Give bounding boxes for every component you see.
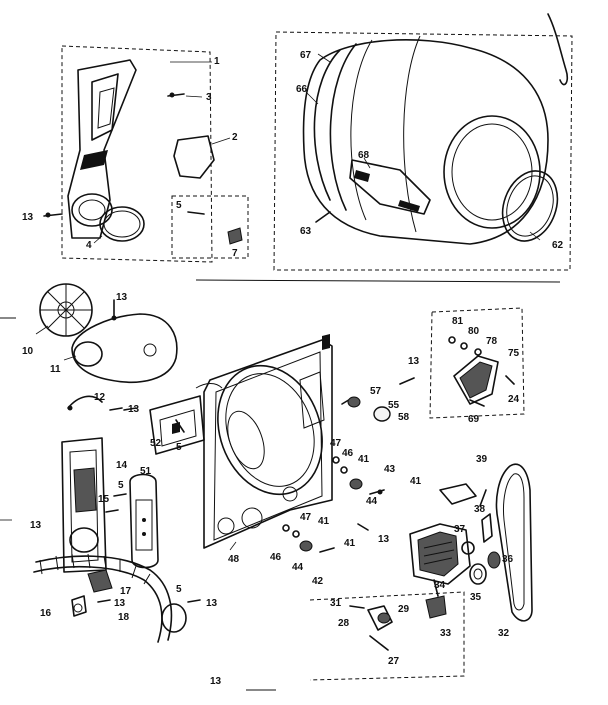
callout-24: 24 bbox=[508, 394, 520, 405]
callout-67: 67 bbox=[300, 50, 312, 61]
callout-41b: 41 bbox=[410, 476, 422, 487]
callout-66: 66 bbox=[296, 84, 308, 95]
callout-17: 17 bbox=[120, 586, 132, 597]
callout-69: 69 bbox=[468, 414, 480, 425]
callout-44a: 44 bbox=[366, 496, 378, 507]
screw-bracket-box bbox=[171, 195, 249, 259]
callout-13g: 13 bbox=[378, 534, 390, 545]
callout-68: 68 bbox=[358, 150, 370, 161]
callout-31: 31 bbox=[330, 598, 342, 609]
belt-fragment bbox=[547, 13, 569, 86]
drum-group bbox=[273, 13, 573, 271]
callout-41c: 41 bbox=[318, 516, 330, 527]
callout-13d: 13 bbox=[30, 520, 42, 531]
lint-duct-group bbox=[0, 395, 201, 643]
callout-41a: 41 bbox=[358, 454, 370, 465]
callout-13f: 13 bbox=[206, 598, 218, 609]
gasket-2 bbox=[173, 135, 215, 179]
blower-housing-group bbox=[43, 45, 249, 263]
callout-13h: 13 bbox=[408, 356, 420, 367]
callout-7: 7 bbox=[232, 248, 238, 259]
callout-27: 27 bbox=[388, 656, 400, 667]
callout-13e: 13 bbox=[114, 598, 126, 609]
callout-62: 62 bbox=[552, 240, 564, 251]
callout-5b: 5 bbox=[176, 442, 182, 453]
callout-43: 43 bbox=[384, 464, 396, 475]
drum-seal-62 bbox=[501, 170, 559, 242]
callout-75: 75 bbox=[508, 348, 520, 359]
callout-35: 35 bbox=[470, 592, 482, 603]
callout-14: 14 bbox=[116, 460, 128, 471]
callout-10: 10 bbox=[22, 346, 34, 357]
callout-29: 29 bbox=[398, 604, 410, 615]
callout-80: 80 bbox=[468, 326, 480, 337]
callout-13i: 13 bbox=[210, 676, 222, 687]
callout-15: 15 bbox=[98, 494, 110, 505]
callout-5d: 5 bbox=[176, 584, 182, 595]
callout-39: 39 bbox=[476, 454, 488, 465]
callout-41d: 41 bbox=[344, 538, 356, 549]
callout-34: 34 bbox=[434, 580, 446, 591]
callout-37: 37 bbox=[454, 524, 466, 535]
callout-11: 11 bbox=[50, 364, 61, 375]
callout-33: 33 bbox=[440, 628, 452, 639]
callout-5: 5 bbox=[176, 200, 182, 211]
callout-63: 63 bbox=[300, 226, 312, 237]
callout-47a: 47 bbox=[330, 438, 342, 449]
callout-3: 3 bbox=[206, 92, 212, 103]
callout-44b: 44 bbox=[292, 562, 304, 573]
callout-81: 81 bbox=[452, 316, 464, 327]
callout-5c: 5 bbox=[118, 480, 124, 491]
callout-48: 48 bbox=[228, 554, 240, 565]
callout-57: 57 bbox=[370, 386, 382, 397]
callout-2: 2 bbox=[232, 132, 238, 143]
callout-32: 32 bbox=[498, 628, 510, 639]
callout-38: 38 bbox=[474, 504, 486, 515]
callout-12: 12 bbox=[94, 392, 106, 403]
callout-36: 36 bbox=[502, 554, 514, 565]
callout-78: 78 bbox=[486, 336, 498, 347]
callout-52: 52 bbox=[150, 438, 162, 449]
callout-16: 16 bbox=[40, 608, 52, 619]
callout-labels: 1 3 2 5 7 4 13 67 66 68 63 62 10 11 13 1… bbox=[22, 50, 564, 687]
callout-13b: 13 bbox=[116, 292, 128, 303]
callout-1: 1 bbox=[214, 56, 220, 67]
callout-42: 42 bbox=[312, 576, 324, 587]
callout-51: 51 bbox=[140, 466, 152, 477]
callout-4: 4 bbox=[86, 240, 92, 251]
callout-58: 58 bbox=[398, 412, 410, 423]
callout-13a: 13 bbox=[22, 212, 34, 223]
rear-panel-group bbox=[123, 334, 333, 551]
callout-28: 28 bbox=[338, 618, 350, 629]
callout-47b: 47 bbox=[300, 512, 312, 523]
motor-belt-group bbox=[309, 463, 533, 681]
callout-18: 18 bbox=[118, 612, 130, 623]
blower-wheel-group bbox=[35, 283, 178, 383]
seal-ring-4 bbox=[99, 206, 145, 242]
callout-46b: 46 bbox=[270, 552, 282, 563]
callout-46a: 46 bbox=[342, 448, 354, 459]
callout-55: 55 bbox=[388, 400, 400, 411]
callout-13c: 13 bbox=[128, 404, 140, 415]
idler-hardware-group bbox=[282, 377, 415, 553]
thermostat-group bbox=[429, 307, 525, 419]
